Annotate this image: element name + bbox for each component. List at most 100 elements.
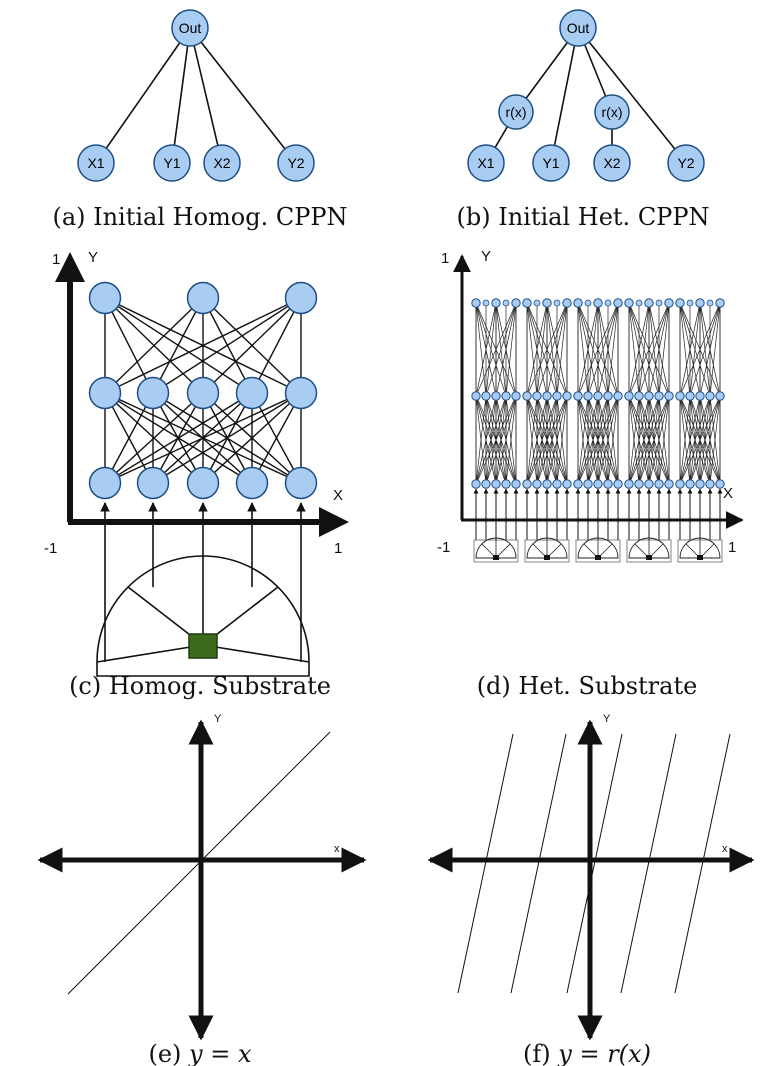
neuron: [573, 391, 583, 401]
node-y2-label: Y2: [287, 155, 304, 171]
node-x1: X1: [467, 144, 505, 182]
connection: [679, 395, 691, 485]
node-out-label: Out: [567, 20, 590, 36]
neuron: [284, 466, 318, 500]
panel-d-input-arrows: [473, 488, 723, 540]
connection: [485, 302, 497, 397]
neuron: [624, 298, 634, 308]
neuron: [88, 281, 122, 315]
neuron: [542, 298, 552, 308]
connection: [104, 392, 302, 484]
node-x2: X2: [593, 144, 631, 182]
node-y1: Y1: [153, 144, 191, 182]
neuron: [705, 391, 715, 401]
neuron: [664, 391, 674, 401]
neuron: [695, 298, 705, 308]
neuron: [655, 299, 663, 307]
neuron: [593, 391, 603, 401]
caption-e: (e) y = x: [148, 1040, 251, 1066]
caption-b: (b) Initial Het. CPPN: [457, 203, 710, 231]
neuron: [522, 479, 532, 489]
neuron: [562, 391, 572, 401]
neuron: [603, 479, 613, 489]
sensor-arc: [577, 537, 619, 559]
connection: [638, 302, 650, 397]
neuron: [664, 298, 674, 308]
neuron: [573, 479, 583, 489]
neuron: [603, 391, 613, 401]
neuron: [491, 479, 501, 489]
x-axis-label: X: [333, 487, 343, 504]
ray: [202, 644, 310, 663]
connection: [104, 297, 154, 394]
panel-a-homog-cppn: Out X1 Y1 X2 Y2 (a) Initial Homog. CPPN: [52, 9, 348, 231]
connection: [689, 395, 721, 485]
sensor-box: [544, 555, 550, 560]
connection: [638, 302, 670, 397]
sensor-arc: [475, 537, 517, 559]
edge-out-x2: [189, 27, 223, 164]
neuron: [235, 376, 269, 410]
connection: [475, 395, 487, 485]
neuron: [685, 479, 695, 489]
x-axis-label: x: [334, 843, 340, 855]
connection: [638, 395, 670, 485]
neuron: [552, 479, 562, 489]
node-rx-2: r(x): [594, 94, 630, 130]
line-r-5: [674, 733, 731, 994]
connection: [577, 302, 589, 397]
connection: [505, 395, 517, 485]
neuron: [675, 391, 685, 401]
sensor-box: [595, 555, 601, 560]
node-y2: Y2: [667, 144, 705, 182]
connection: [536, 302, 548, 397]
panel-c-sensor-links: [96, 502, 310, 663]
node-x1-label: X1: [477, 155, 494, 171]
sensor-box: [697, 555, 703, 560]
neuron: [644, 479, 654, 489]
neuron: [695, 391, 705, 401]
neuron: [186, 281, 220, 315]
y-axis-label: Y: [88, 249, 98, 266]
neuron: [542, 391, 552, 401]
neuron: [715, 298, 725, 308]
neuron: [491, 391, 501, 401]
connection: [475, 395, 507, 485]
panel-c-neurons: [88, 281, 318, 500]
connection: [679, 395, 711, 485]
line-r-2: [510, 733, 567, 994]
y-axis-label: Y: [214, 713, 222, 725]
caption-e-prefix: (e): [148, 1040, 189, 1066]
neuron: [284, 376, 318, 410]
connection: [587, 302, 599, 397]
x-max-label: 1: [728, 539, 736, 556]
neuron: [584, 299, 592, 307]
x-min-label: -1: [44, 540, 57, 557]
neuron: [235, 466, 269, 500]
node-x1-label: X1: [87, 155, 104, 171]
neuron: [685, 391, 695, 401]
connection: [485, 302, 517, 397]
sensor-arc: [628, 537, 670, 559]
connection: [556, 395, 568, 485]
neuron: [593, 479, 603, 489]
edge-out-y2: [189, 27, 297, 164]
x-min-label: -1: [437, 539, 450, 556]
connection: [526, 395, 558, 485]
connection: [556, 302, 568, 397]
panel-d-het-substrate: 1 Y X -1 1 (d) Het. Substrate: [437, 248, 744, 700]
node-y2-label: Y2: [677, 155, 694, 171]
connection: [628, 395, 640, 485]
neuron: [522, 391, 532, 401]
neuron: [664, 479, 674, 489]
neuron: [491, 298, 501, 308]
neuron: [511, 298, 521, 308]
connection: [251, 392, 302, 484]
connection: [104, 297, 204, 394]
panel-b-het-cppn: Out r(x) r(x) X1 Y1 X2 Y2 (b) Initial He…: [457, 9, 710, 231]
connection: [104, 392, 204, 484]
neuron: [501, 391, 511, 401]
neuron: [686, 299, 694, 307]
connection: [152, 297, 204, 394]
edge-out-x1: [95, 27, 191, 164]
